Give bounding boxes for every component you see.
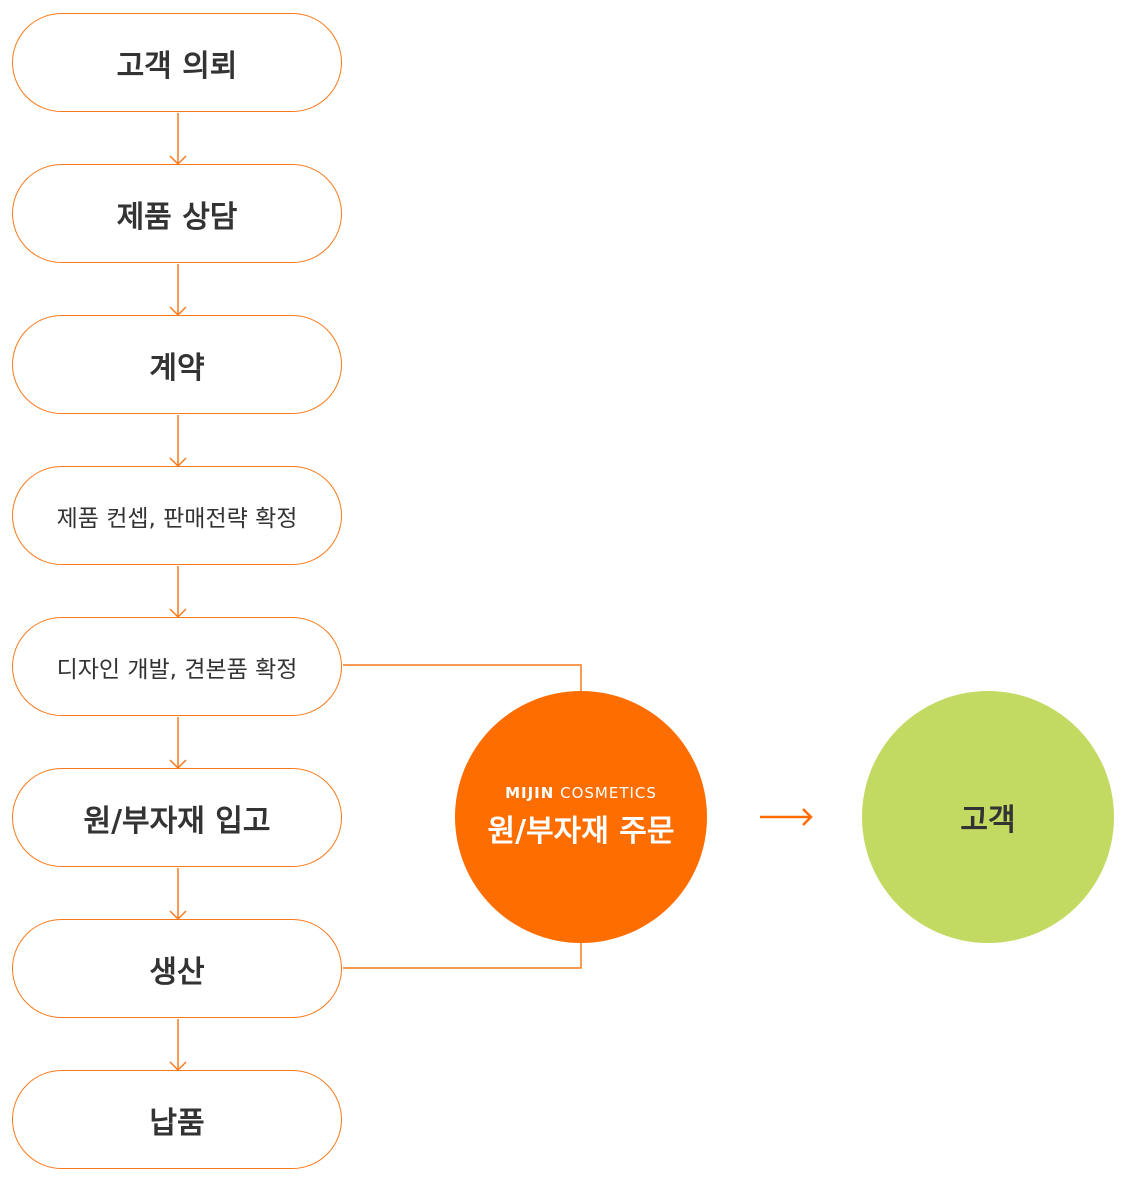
flow-step: 납품 xyxy=(12,1070,342,1169)
flow-step-label: 납품 xyxy=(149,1105,205,1141)
connector-order-to-production xyxy=(343,942,582,969)
brand-logo: MIJIN COSMETICS xyxy=(505,784,657,802)
customer-circle: 고객 xyxy=(862,691,1114,943)
flow-step-label: 생산 xyxy=(149,954,205,990)
flow-step: 생산 xyxy=(12,919,342,1018)
flow-step: 제품 상담 xyxy=(12,164,342,263)
flow-step: 디자인 개발, 견본품 확정 xyxy=(12,617,342,716)
flow-step-label: 계약 xyxy=(149,350,205,386)
flow-step: 제품 컨셉, 판매전략 확정 xyxy=(12,466,342,565)
flow-step-label: 디자인 개발, 견본품 확정 xyxy=(56,656,298,683)
customer-label: 고객 xyxy=(960,803,1016,838)
flow-step-label: 고객 의뢰 xyxy=(116,48,238,84)
flow-step: 원/부자재 입고 xyxy=(12,768,342,867)
flow-step-label: 원/부자재 입고 xyxy=(83,803,271,839)
flow-step-label: 제품 상담 xyxy=(116,199,238,235)
connector-design-to-order xyxy=(343,664,582,691)
flow-step: 고객 의뢰 xyxy=(12,13,342,112)
flow-step: 계약 xyxy=(12,315,342,414)
order-materials-circle: MIJIN COSMETICS 원/부자재 주문 xyxy=(455,691,707,943)
flow-step-label: 제품 컨셉, 판매전략 확정 xyxy=(56,505,298,532)
order-label: 원/부자재 주문 xyxy=(487,814,675,849)
arrow-to-customer-icon xyxy=(760,808,813,826)
